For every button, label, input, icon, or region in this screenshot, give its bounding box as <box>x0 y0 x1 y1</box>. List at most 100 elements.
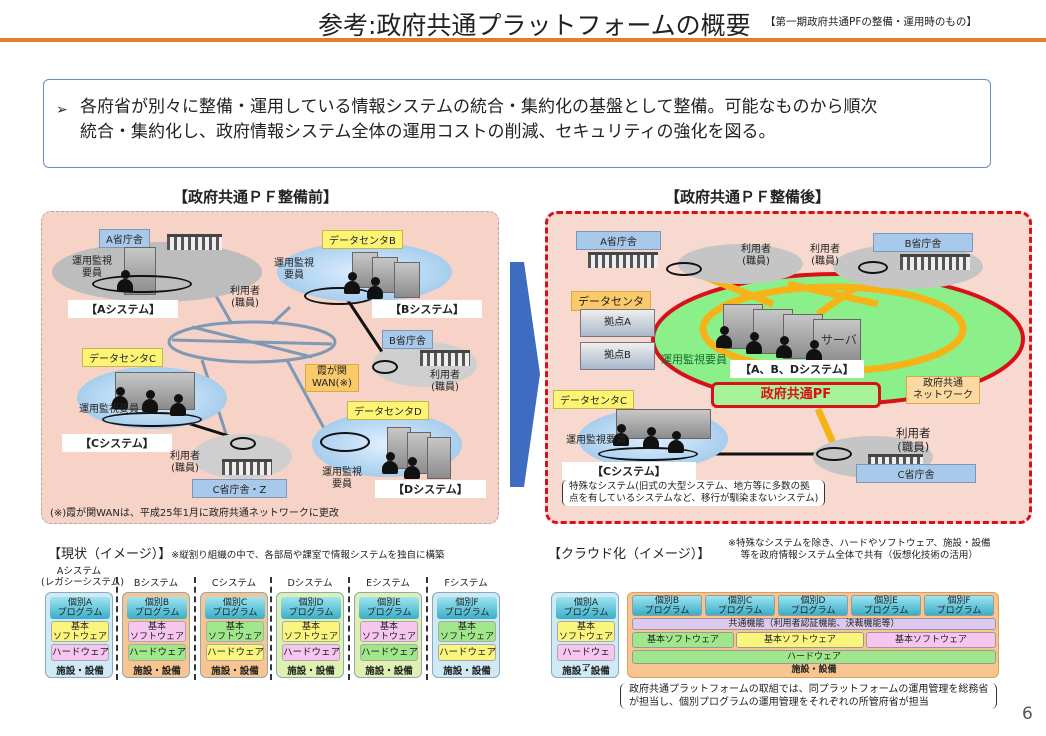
building-icon <box>900 254 970 270</box>
lan-ring-icon <box>230 437 256 450</box>
label-network: 政府共通 ネットワーク <box>906 376 980 404</box>
label-wan: 霞が関 WAN(※) <box>305 364 359 392</box>
column-separator <box>270 577 272 680</box>
facility-block: 施設・設備 <box>365 666 413 677</box>
shared-platform-stack: 個別B プログラム個別C プログラム個別D プログラム個別E プログラム個別F … <box>627 592 999 678</box>
system-stack: 個別D プログラム基本 ソフトウェアハードウェア施設・設備 <box>276 592 344 678</box>
lan-ring-icon <box>666 262 702 276</box>
operator-icon <box>142 390 158 412</box>
ops-staff-a: 運用監視 要員 <box>72 256 112 279</box>
operator-icon <box>806 340 822 362</box>
system-stack: 個別C プログラム基本 ソフトウェアハードウェア施設・設備 <box>200 592 268 678</box>
user-c: 利用者 (職員) <box>170 451 200 474</box>
ops-staff-b: 運用監視 要員 <box>274 258 314 281</box>
cloud-image-caption: 【クラウド化（イメージ）】 <box>548 543 710 562</box>
software-block: 基本 ソフトウェア <box>438 621 496 642</box>
label-a-office: A省庁舎 <box>576 231 661 250</box>
system-stack: 個別A プログラム基本 ソフトウェアハードウェア施設・設備 <box>45 592 113 678</box>
user-b: 利用者 (職員) <box>430 370 460 393</box>
label-b-office: B省庁舎 <box>873 233 973 252</box>
a-system-label: 【Aシステム】 <box>68 300 179 318</box>
building-icon <box>420 350 470 366</box>
user-a: 利用者 (職員) <box>741 244 771 267</box>
user-b: 利用者 (職員) <box>810 244 840 267</box>
user-a: 利用者 (職員) <box>230 286 260 309</box>
facility-block: 施設・設備 <box>443 666 491 677</box>
transition-arrow-icon <box>510 262 540 487</box>
c-system-label: 【Cシステム】 <box>62 434 172 452</box>
label-dc-d: データセンタD <box>347 401 429 420</box>
program-block: 個別A プログラム <box>50 597 110 619</box>
ops-staff-c: 運用監視要員 <box>566 435 626 446</box>
program-block: 個別C プログラム <box>205 597 265 619</box>
a-office-area <box>678 244 803 284</box>
before-title: 【政府共通ＰＦ整備前】 <box>173 188 339 206</box>
program-block: 個別E プログラム <box>359 597 419 619</box>
current-image-caption: 【現状（イメージ）】※縦割り組織の中で、各部局や課室で情報システムを独自に構築 <box>48 543 445 562</box>
hardware-block: ハードウェア <box>282 644 340 661</box>
software-block: 基本 ソフトウェア <box>128 621 186 642</box>
server-icon <box>427 437 451 479</box>
program-block: 個別E プログラム <box>851 595 921 616</box>
site-b: 拠点B <box>580 342 655 370</box>
b-system-label: 【Bシステム】 <box>372 300 483 318</box>
software-block: 基本ソフトウェア <box>866 632 996 648</box>
column-separator <box>348 577 350 680</box>
software-block: 基本 ソフトウェア <box>206 621 264 642</box>
column-separator <box>116 577 118 680</box>
c-system-label: 【Cシステム】 <box>562 462 696 480</box>
d-system-label: 【Dシステム】 <box>375 480 486 498</box>
summary-line-2: 統合・集約化し、政府情報システム全体の運用コストの削減、セキュリティの強化を図る… <box>80 122 776 142</box>
ops-staff-d: 運用監視 要員 <box>322 467 362 490</box>
lan-ring-icon <box>598 447 698 461</box>
lan-ring-icon <box>320 432 370 452</box>
operator-icon <box>404 457 420 479</box>
program-block: 個別A プログラム <box>556 597 616 619</box>
program-block: 個別C プログラム <box>705 595 775 616</box>
current-image-note: ※縦割り組織の中で、各部局や課室で情報システムを独自に構築 <box>171 550 445 561</box>
bullet-arrow-icon: ➢ <box>56 102 68 118</box>
program-block: 個別B プログラム <box>632 595 702 616</box>
facility-block: 施設・設備 <box>133 666 181 677</box>
lan-ring-icon <box>102 412 202 427</box>
operator-icon <box>776 336 792 358</box>
program-block: 個別F プログラム <box>924 595 994 616</box>
hardware-block: ハードウェア <box>206 644 264 661</box>
label-dc: データセンタ <box>571 291 651 311</box>
system-stack: 個別B プログラム基本 ソフトウェアハードウェア施設・設備 <box>122 592 190 678</box>
after-title: 【政府共通ＰＦ整備後】 <box>665 188 831 206</box>
wan-footnote: (※)霞が関WANは、平成25年1月に政府共通ネットワークに更改 <box>50 508 339 519</box>
after-diagram: A省庁舎 利用者 (職員) B省庁舎 利用者 (職員) データセンタ 拠点A 拠… <box>545 211 1032 524</box>
hardware-block: ハードウェア <box>128 644 186 661</box>
server-label: サーバ <box>821 333 857 347</box>
operator-icon <box>746 332 762 354</box>
lan-ring-icon <box>372 360 398 374</box>
program-block: 個別D プログラム <box>281 597 341 619</box>
before-diagram: A省庁舎 運用監視 要員 利用者 (職員) 【Aシステム】 データセンタB 運用… <box>41 211 499 524</box>
operator-icon <box>382 452 398 474</box>
page-title: 参考:政府共通プラットフォームの概要 <box>318 11 751 40</box>
building-icon <box>167 234 222 250</box>
system-column-header: Dシステム <box>287 578 333 589</box>
cloud-image-note: ※特殊なシステムを除き、ハードやソフトウェア、施設・設備 等を政府情報システム全… <box>728 538 991 561</box>
server-icon <box>616 409 711 439</box>
program-block: 個別F プログラム <box>437 597 497 619</box>
platform-box: 政府共通PF <box>711 382 881 408</box>
current-image-title: 【現状（イメージ）】 <box>48 547 172 562</box>
software-block: 基本ソフトウェア <box>632 632 734 648</box>
user-c: 利用者 (職員) <box>896 426 931 454</box>
building-icon <box>588 252 658 268</box>
ops-staff-c: 運用監視要員 <box>79 404 139 415</box>
facility-block: 施設・設備 <box>287 666 335 677</box>
system-stack: 個別F プログラム基本 ソフトウェアハードウェア施設・設備 <box>432 592 500 678</box>
system-column-header: Fシステム <box>444 578 488 589</box>
hardware-block: ハードウェア <box>51 644 109 661</box>
column-separator <box>426 577 428 680</box>
hardware-block: ハードウェア <box>360 644 418 661</box>
building-icon <box>222 459 272 475</box>
page-number: 6 <box>1022 704 1033 724</box>
label-dc-b: データセンタB <box>322 230 403 249</box>
system-column-header: Aシステム (レガシーシステム) <box>41 566 124 588</box>
site-a: 拠点A <box>580 309 655 337</box>
operator-icon <box>716 326 732 348</box>
